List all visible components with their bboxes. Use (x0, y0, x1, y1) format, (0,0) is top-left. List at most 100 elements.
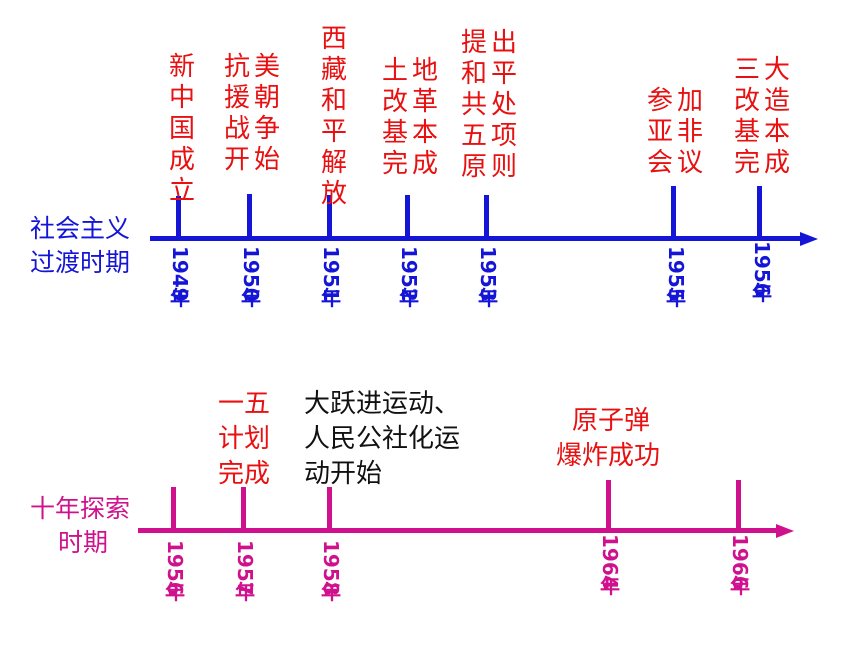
event-char: 基 (733, 117, 760, 147)
year-label-1951: 1951 年 (317, 246, 345, 310)
event-char: 提 (460, 28, 487, 58)
event-char: 本 (411, 118, 438, 148)
event-1964-line2: 爆炸成功 (556, 441, 661, 471)
event-1953: 提和共五原出平处项则 (459, 28, 519, 183)
event-char: 大 (763, 55, 790, 85)
event-char: 平 (490, 59, 517, 89)
event-char: 国 (168, 114, 195, 144)
event-char: 立 (168, 176, 195, 206)
bottom-year-label-1957: 1957 年 (231, 540, 259, 604)
event-1950-col2: 美朝争始 (252, 52, 282, 176)
year-1955: 1955 (664, 246, 688, 302)
event-1956-col1: 三改基完 (732, 55, 762, 179)
event-1958-line3: 动开始 (304, 459, 383, 489)
top-tick-1956 (757, 186, 762, 240)
event-char: 抗 (223, 52, 250, 82)
event-char: 参 (646, 86, 673, 116)
bottom-tick-1966 (736, 480, 741, 532)
bottom-axis-line (138, 528, 778, 533)
event-char: 放 (320, 179, 347, 209)
event-char: 争 (253, 114, 280, 144)
year-label-1950: 1950 年 (237, 246, 265, 310)
event-char: 成 (168, 145, 195, 175)
top-tick-1951 (327, 195, 332, 240)
bottom-tick-1958 (327, 487, 332, 532)
year-1964: 1964 (598, 534, 622, 590)
year-1952: 1952 (397, 246, 421, 302)
event-1957-line2: 计划 (218, 424, 271, 454)
event-char: 援 (223, 83, 250, 113)
event-1950: 抗援战开美朝争始 (222, 52, 282, 176)
event-1956: 三改基完大造本成 (732, 55, 792, 179)
top-axis-arrow-icon (800, 232, 818, 246)
year-suffix: 年 (478, 286, 498, 310)
year-1953: 1953 (476, 246, 500, 302)
event-char: 造 (763, 86, 790, 116)
bottom-year-label-1956: 1956 年 (161, 540, 189, 604)
event-char: 加 (676, 86, 703, 116)
year-suffix: 年 (752, 281, 772, 305)
event-1951: 西藏和平解放 (319, 24, 349, 210)
event-1964-line1: 原子弹 (572, 406, 651, 436)
event-char: 和 (460, 59, 487, 89)
top-period-label: 社会主义 过渡时期 (30, 212, 130, 280)
year-label-1956: 1956 年 (748, 241, 776, 305)
bottom-year-label-1966: 1966 年 (726, 534, 754, 598)
event-char: 亚 (646, 117, 673, 147)
event-char: 朝 (253, 83, 280, 113)
top-tick-1950 (247, 194, 252, 240)
event-char: 新 (168, 52, 195, 82)
event-char: 成 (763, 148, 790, 178)
event-1952-col1: 土改基完 (380, 56, 410, 180)
event-1957-line3: 完成 (218, 459, 271, 489)
event-char: 地 (411, 56, 438, 86)
event-char: 出 (490, 28, 517, 58)
year-suffix: 年 (399, 286, 419, 310)
event-char: 和 (320, 86, 347, 116)
event-char: 革 (411, 87, 438, 117)
event-char: 始 (253, 145, 280, 175)
event-char: 平 (320, 117, 347, 147)
event-char: 完 (381, 149, 408, 179)
event-char: 中 (168, 83, 195, 113)
event-char: 议 (676, 148, 703, 178)
year-label-1952: 1952 年 (395, 246, 423, 310)
year-1958: 1958 (319, 540, 343, 596)
event-char: 五 (460, 121, 487, 151)
event-char: 本 (763, 117, 790, 147)
year-suffix: 年 (321, 286, 341, 310)
event-1958-line2: 人民公社化运 (304, 424, 461, 454)
year-1966: 1966 (728, 534, 752, 590)
event-1952: 土改基完地革本成 (380, 56, 440, 180)
event-char: 非 (676, 117, 703, 147)
event-char: 土 (381, 56, 408, 86)
year-1956: 1956 (750, 241, 774, 297)
year-suffix: 年 (241, 286, 261, 310)
year-suffix: 年 (730, 574, 750, 598)
event-char: 西 (320, 24, 347, 54)
event-char: 处 (490, 90, 517, 120)
top-tick-1955 (671, 186, 676, 240)
year-label-1953: 1953 年 (474, 246, 502, 310)
top-period-line1: 社会主义 (30, 214, 131, 243)
year-suffix: 年 (321, 580, 341, 604)
bottom-year-label-1964: 1964 年 (596, 534, 624, 598)
event-char: 完 (733, 148, 760, 178)
event-char: 项 (490, 121, 517, 151)
event-1955-col2: 加非议 (675, 86, 705, 179)
event-char: 则 (490, 152, 517, 182)
bottom-period-line2: 时期 (58, 528, 109, 557)
event-char: 会 (646, 148, 673, 178)
event-1958-line1: 大跃进运动、 (304, 389, 461, 419)
event-char: 成 (411, 149, 438, 179)
year-label-1955: 1955 年 (662, 246, 690, 310)
bottom-tick-1957 (241, 487, 246, 532)
event-1958: 大跃进运动、 人民公社化运 动开始 (304, 387, 460, 492)
event-1955-col1: 参亚会 (645, 86, 675, 179)
event-char: 基 (381, 118, 408, 148)
year-suffix: 年 (600, 574, 620, 598)
event-1952-col2: 地革本成 (410, 56, 440, 180)
year-suffix: 年 (165, 580, 185, 604)
year-suffix: 年 (666, 286, 686, 310)
year-1956: 1956 (163, 540, 187, 596)
